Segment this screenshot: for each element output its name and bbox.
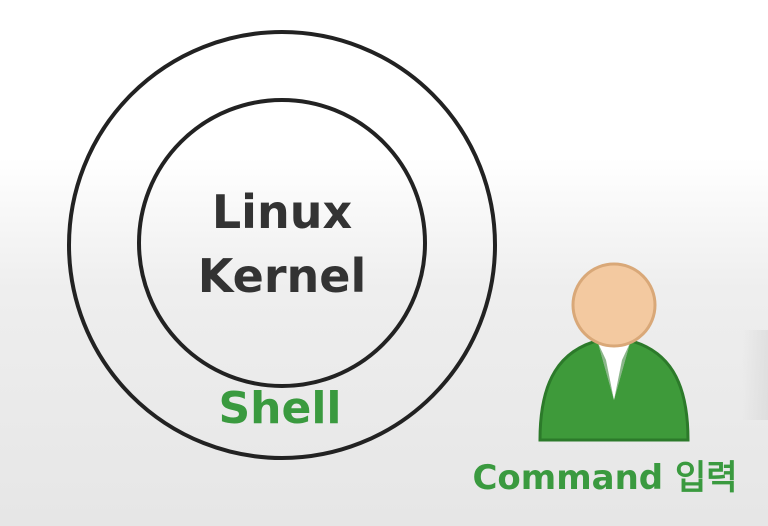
user-lapel-left: [598, 343, 614, 400]
user-lapel-right: [614, 343, 630, 400]
user-head: [571, 262, 657, 348]
user-shirt: [598, 343, 630, 400]
user-icon: [538, 262, 690, 442]
kernel-circle: [137, 98, 427, 388]
shell-label: Shell: [218, 383, 341, 434]
command-label: Command 입력: [472, 458, 737, 498]
kernel-label-line1: Linux: [212, 185, 352, 239]
shell-circle: [67, 30, 497, 460]
edge-shadow: [742, 330, 768, 420]
kernel-label-line2: Kernel: [198, 249, 366, 303]
